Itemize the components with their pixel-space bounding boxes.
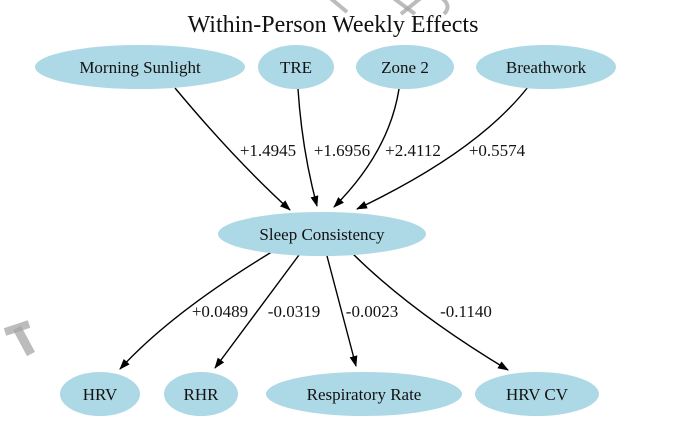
nodes: Morning Sunlight TRE Zone 2 Breathwork S… bbox=[35, 45, 616, 416]
edge-zone-2-to-sleep bbox=[333, 88, 400, 208]
node-ellipse bbox=[164, 372, 238, 416]
node-respiratory-rate: Respiratory Rate bbox=[266, 372, 462, 416]
node-ellipse bbox=[475, 372, 599, 416]
node-label: HRV bbox=[83, 385, 118, 404]
node-hrv: HRV bbox=[60, 372, 140, 416]
node-hrv-cv: HRV CV bbox=[475, 372, 599, 416]
watermark-fragment-left bbox=[3, 320, 35, 357]
edge-morning-sunlight-to-sleep bbox=[174, 87, 291, 211]
node-morning-sunlight: Morning Sunlight bbox=[35, 45, 245, 89]
edge-labels: +1.4945 +1.6956 +2.4112 +0.5574 +0.0489 … bbox=[192, 141, 526, 321]
edge-label: -0.1140 bbox=[440, 302, 492, 321]
diagram-title: Within-Person Weekly Effects bbox=[188, 12, 479, 38]
edge-sleep-to-respiratory-rate bbox=[326, 255, 358, 367]
node-rhr: RHR bbox=[164, 372, 238, 416]
edge-breathwork-to-sleep bbox=[356, 86, 529, 210]
node-ellipse bbox=[258, 45, 334, 89]
edge-label: +1.6956 bbox=[314, 141, 370, 160]
node-label: Respiratory Rate bbox=[307, 385, 422, 404]
edge-sleep-to-rhr bbox=[214, 254, 300, 369]
node-label: RHR bbox=[184, 385, 220, 404]
node-ellipse bbox=[476, 45, 616, 89]
edge-sleep-to-hrv bbox=[119, 249, 276, 370]
node-ellipse bbox=[60, 372, 140, 416]
edge-tre-to-sleep bbox=[297, 88, 319, 207]
edge-label: -0.0023 bbox=[346, 302, 398, 321]
node-zone-2: Zone 2 bbox=[356, 45, 454, 89]
edge-sleep-to-hrv-cv bbox=[350, 251, 509, 371]
node-tre: TRE bbox=[258, 45, 334, 89]
edge-label: +0.0489 bbox=[192, 302, 248, 321]
node-ellipse bbox=[218, 212, 426, 256]
edge-label: +2.4112 bbox=[385, 141, 441, 160]
node-label: Morning Sunlight bbox=[79, 58, 201, 77]
edge-label: +0.5574 bbox=[469, 141, 526, 160]
node-breathwork: Breathwork bbox=[476, 45, 616, 89]
node-sleep-consistency: Sleep Consistency bbox=[218, 212, 426, 256]
node-label: TRE bbox=[280, 58, 312, 77]
edges bbox=[119, 86, 529, 371]
edge-label: -0.0319 bbox=[268, 302, 320, 321]
node-ellipse bbox=[356, 45, 454, 89]
edge-label: +1.4945 bbox=[240, 141, 296, 160]
node-label: HRV CV bbox=[506, 385, 569, 404]
node-label: Sleep Consistency bbox=[259, 225, 385, 244]
node-label: Zone 2 bbox=[381, 58, 429, 77]
node-ellipse bbox=[35, 45, 245, 89]
watermark-fragment-top bbox=[329, 0, 450, 16]
node-label: Breathwork bbox=[506, 58, 587, 77]
node-ellipse bbox=[266, 372, 462, 416]
